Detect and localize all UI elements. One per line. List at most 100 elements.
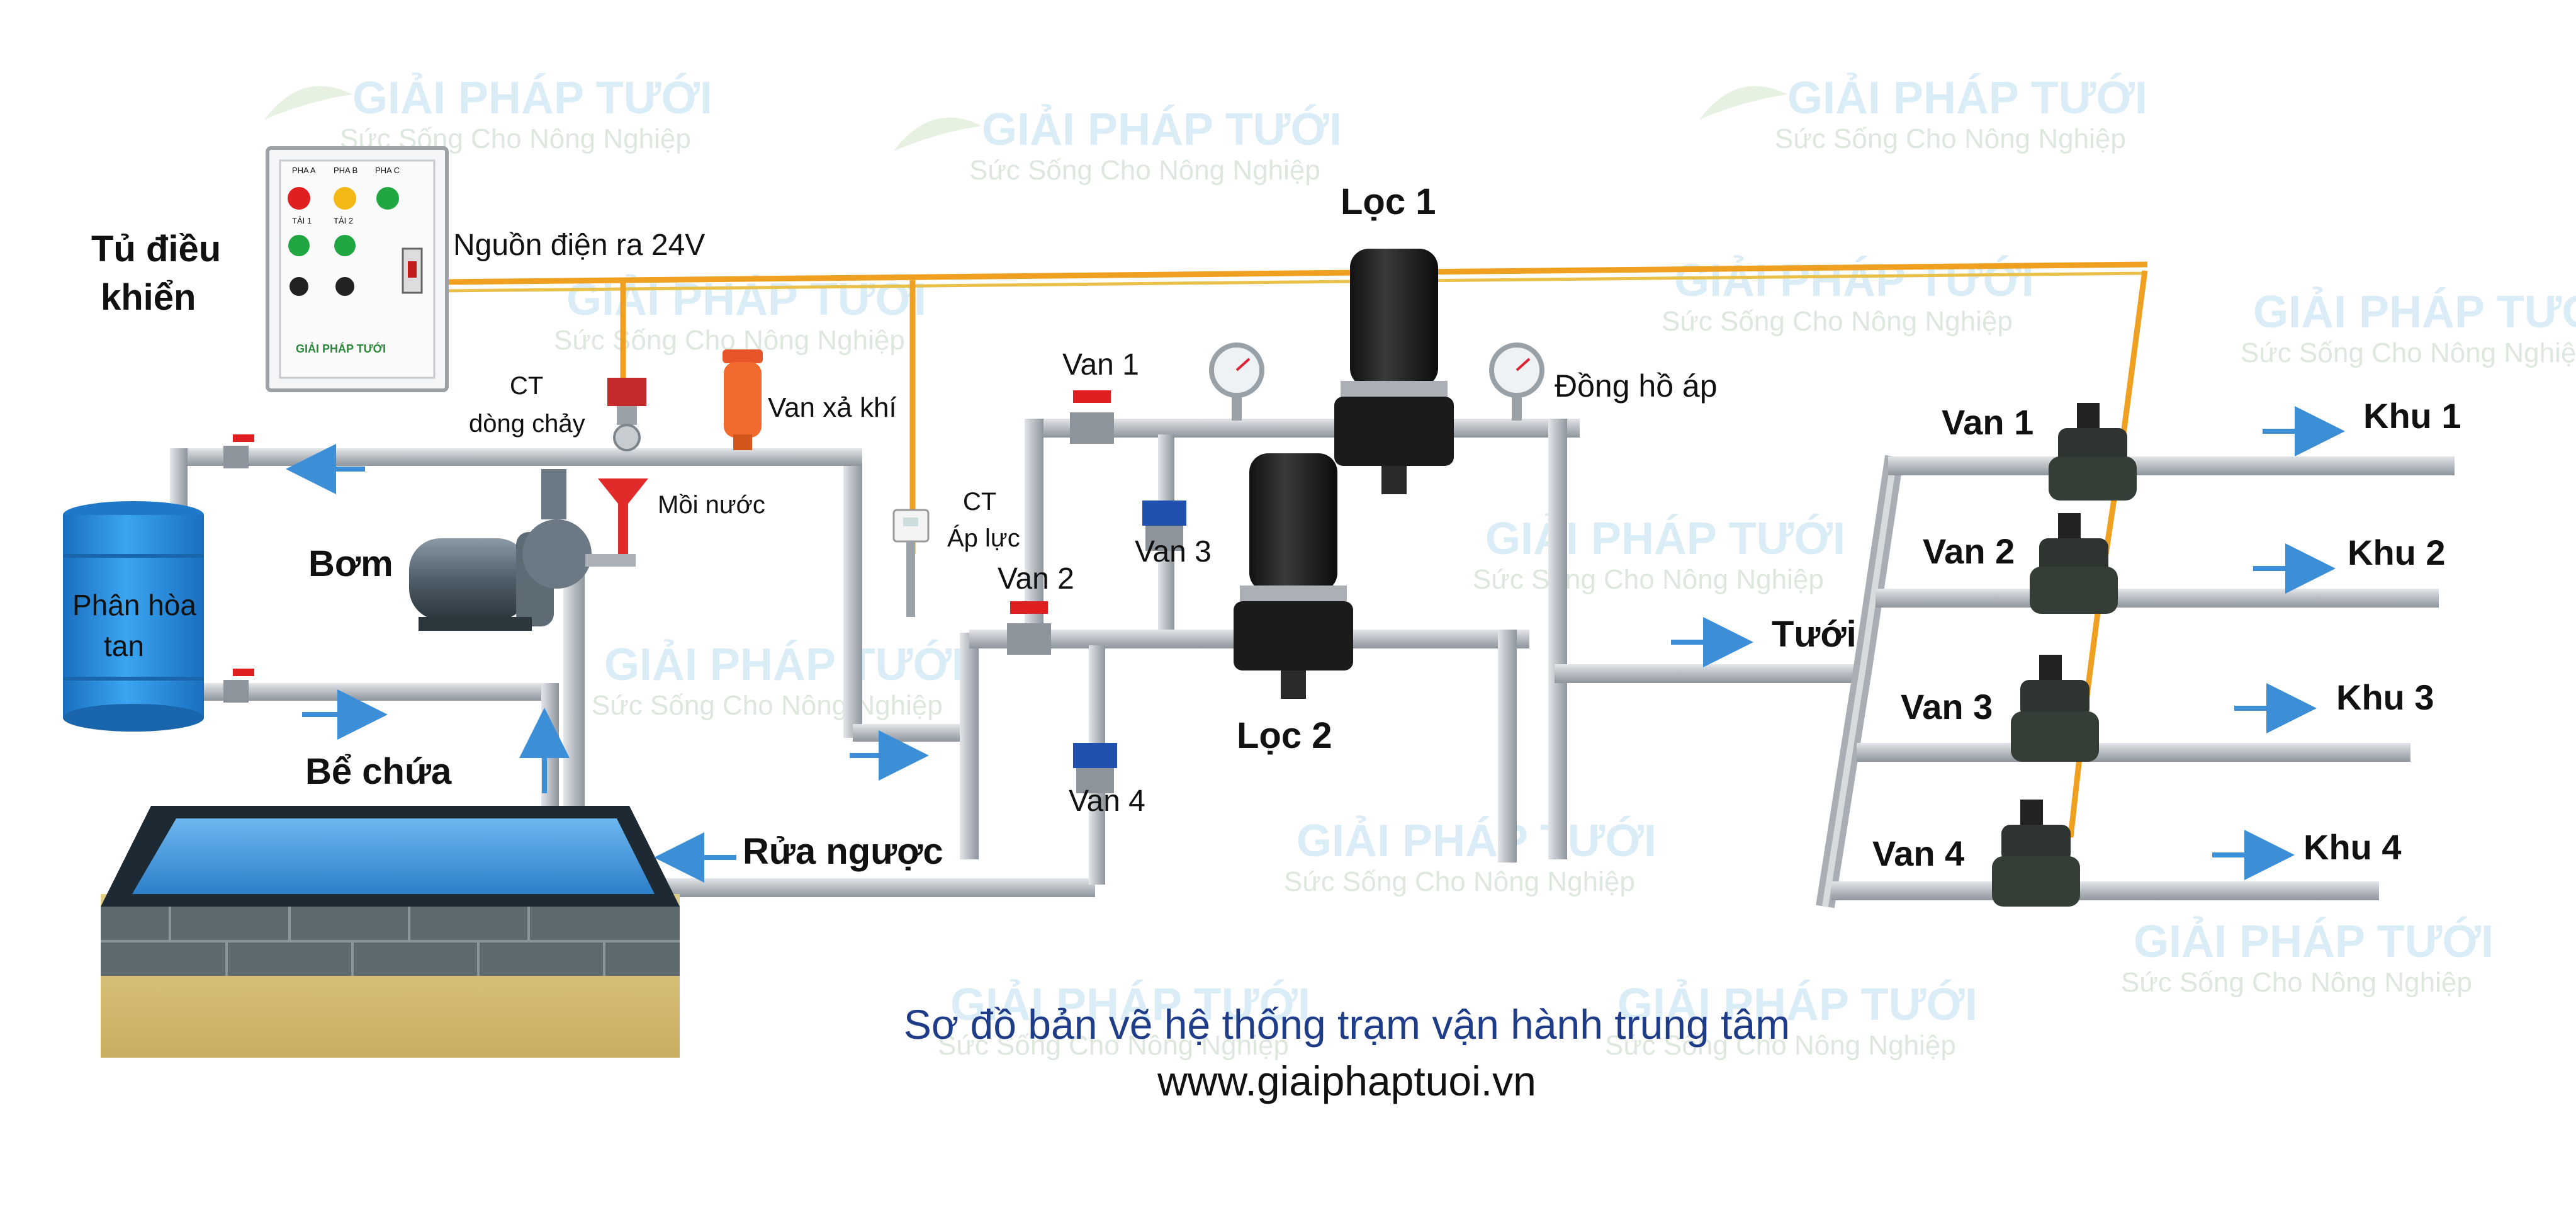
watermark-tagline: Sức Sống Cho Nông Nghiệp [2241,337,2576,368]
panel-label-phase-b: PHA B [334,166,357,175]
backwash-label: Rửa ngược [743,831,943,872]
watermark-logo: GIẢI PHÁP TƯỚI Sức Sống Cho Nông Nghiệp [938,979,1310,1061]
filter-1 [1334,249,1454,494]
control-cabinet-title-line2: khiển [101,277,196,318]
reservoir [101,806,680,1058]
watermark-brand: GIẢI PHÁP TƯỚI [950,979,1310,1030]
power-output-label: Nguồn điện ra 24V [453,229,705,262]
zone-valve-4-label: Van 4 [1872,834,1964,873]
control-cabinet: PHA A PHA B PHA C TẢI 1 TẢI 2 GIẢI PHÁP … [266,146,449,392]
watermark-tagline: Sức Sống Cho Nông Nghiệp [1284,866,1635,897]
flow-sensor-label-line2: dòng chảy [469,410,585,438]
selector-1-knob [290,277,308,296]
watermark-brand: GIẢI PHÁP TƯỚI [604,639,964,690]
fertilizer-tank [63,501,204,732]
watermark-logo: GIẢI PHÁP TƯỚI Sức Sống Cho Nông Nghiệp [1284,815,1656,897]
selector-2-knob [335,277,354,296]
phase-a-lamp [288,187,310,210]
watermark-tagline: Sức Sống Cho Nông Nghiệp [1662,306,2013,337]
watermark-logo: GIẢI PHÁP TƯỚI Sức Sống Cho Nông Nghiệp [1605,979,1977,1061]
manifold-valve-3-label: Van 3 [1135,535,1212,569]
watermark-logo: GIẢI PHÁP TƯỚI Sức Sống Cho Nông Nghiệp [1473,513,1845,595]
control-wiring [443,261,2148,838]
watermark-tagline: Sức Sống Cho Nông Nghiệp [938,1030,1289,1061]
pressure-gauge-right [1489,342,1544,421]
website-url: www.giaiphaptuoi.vn [1157,1058,1536,1104]
load-2-button [334,235,356,256]
manifold-valve-3 [1142,501,1186,551]
watermark-brand: GIẢI PHÁP TƯỚI [1296,815,1656,866]
zone-valve-1-label: Van 1 [1942,402,2033,442]
pressure-sensor-label-line1: CT [963,488,996,516]
zone-4-label: Khu 4 [2303,827,2402,867]
watermark-logo: GIẢI PHÁP TƯỚI Sức Sống Cho Nông Nghiệp [894,104,1342,186]
watermark-tagline: Sức Sống Cho Nông Nghiệp [1473,564,1824,595]
zone-solenoid-valve-3 [2011,655,2099,762]
priming-funnel [585,478,648,567]
pump-label: Bơm [308,543,393,584]
fertilizer-tank-label-line2: tan [104,630,144,662]
zone-1-label: Khu 1 [2363,396,2461,436]
zone-3-label: Khu 3 [2336,677,2434,717]
manifold-valve-4 [1073,743,1117,793]
manifold-valve-1-label: Van 1 [1062,348,1139,382]
filter-2 [1234,453,1353,699]
panel-label-phase-a: PHA A [292,166,316,175]
watermark-logo: GIẢI PHÁP TƯỚI Sức Sống Cho Nông Nghiệp [592,639,964,721]
irrigate-label: Tưới [1772,614,1857,655]
watermark-logo: GIẢI PHÁP TƯỚI Sức Sống Cho Nông Nghiệp [1699,72,2147,154]
watermark-brand: GIẢI PHÁP TƯỚI [1674,255,2034,306]
watermark-brand: GIẢI PHÁP TƯỚI [2253,286,2576,337]
phase-b-lamp [334,187,356,210]
zone-solenoid-valve-4 [1992,800,2080,907]
pressure-gauge-left [1209,342,1264,421]
air-release-valve [723,349,763,450]
tank-outlet-valve [223,669,254,703]
watermark-logo: GIẢI PHÁP TƯỚI Sức Sống Cho Nông Nghiệp [2121,916,2494,998]
filter-2-label: Lọc 2 [1237,715,1332,756]
filter-1-label: Lọc 1 [1341,181,1436,222]
watermark-brand: GIẢI PHÁP TƯỚI [1485,513,1845,564]
zone-2-label: Khu 2 [2348,533,2446,572]
pump [409,469,592,631]
load-1-button [288,235,310,256]
watermark-tagline: Sức Sống Cho Nông Nghiệp [2121,967,2472,998]
control-cabinet-title-line1: Tủ điều [91,229,221,269]
watermark-brand: GIẢI PHÁP TƯỚI [2134,916,2494,967]
panel-label-phase-c: PHA C [375,166,400,175]
diagram-title: Sơ đồ bản vẽ hệ thống trạm vận hành trun… [904,1001,1790,1048]
watermark-brand: GIẢI PHÁP TƯỚI [352,72,712,123]
flow-arrows [286,406,2345,883]
zone-solenoid-valve-2 [2030,513,2118,614]
watermark-brand: GIẢI PHÁP TƯỚI [1787,72,2147,123]
watermark-logo: GIẢI PHÁP TƯỚI Sức Sống Cho Nông Nghiệp [2241,286,2576,368]
zone-solenoid-valve-1 [2049,403,2137,501]
fertilizer-tank-label-line1: Phân hòa [72,589,196,621]
reservoir-label: Bể chứa [305,751,452,792]
panel-label-load-2: TẢI 2 [334,216,353,225]
air-valve-label: Van xả khí [768,392,897,423]
priming-label: Mồi nước [658,491,765,519]
tank-return-valve [223,434,254,468]
watermark-brand: GIẢI PHÁP TƯỚI [982,104,1342,155]
pressure-sensor [892,509,930,617]
watermark-tagline: Sức Sống Cho Nông Nghiệp [1775,123,2126,154]
manifold-valve-4-label: Van 4 [1069,784,1145,818]
phase-c-lamp [376,187,399,210]
watermark-brand: GIẢI PHÁP TƯỚI [1617,979,1977,1030]
watermark-logo: GIẢI PHÁP TƯỚI Sức Sống Cho Nông Nghiệp [1662,255,2034,337]
pressure-sensor-label-line2: Áp lực [947,524,1020,552]
pressure-gauge-label: Đồng hồ áp [1555,368,1718,404]
manifold-valve-2-label: Van 2 [998,562,1074,596]
manifold-valve-1 [1070,390,1114,444]
panel-label-load-1: TẢI 1 [292,216,312,225]
flow-sensor-label-line1: CT [510,372,543,400]
flow-sensor [607,378,646,451]
watermark-tagline: Sức Sống Cho Nông Nghiệp [592,690,943,721]
watermark-tagline: Sức Sống Cho Nông Nghiệp [1605,1030,1956,1061]
watermark-tagline: Sức Sống Cho Nông Nghiệp [969,155,1320,186]
zone-valve-3-label: Van 3 [1901,687,1993,727]
panel-brand: GIẢI PHÁP TƯỚI [296,342,386,355]
watermark-logo: GIẢI PHÁP TƯỚI Sức Sống Cho Nông Nghiệp [264,72,712,154]
